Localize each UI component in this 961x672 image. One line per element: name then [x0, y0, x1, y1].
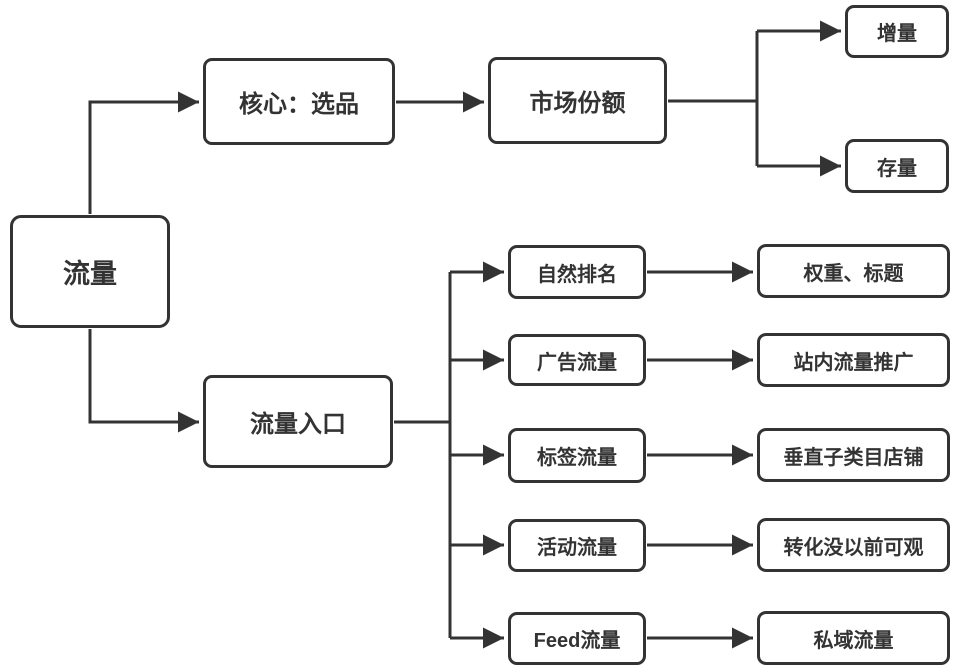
- node-onsite-promotion-label: 站内流量推广: [793, 351, 914, 374]
- node-private-domain-traffic: 私域流量: [757, 611, 950, 665]
- node-stock: 存量: [845, 139, 949, 193]
- node-activity-traffic: 活动流量: [508, 519, 646, 572]
- edge-root-to-entry: [88, 329, 199, 433]
- node-feed-traffic-label: Feed流量: [533, 630, 621, 652]
- node-stock-label: 存量: [877, 157, 917, 180]
- node-traffic: 流量: [10, 215, 170, 328]
- node-tag-traffic: 标签流量: [508, 428, 646, 483]
- node-increment: 增量: [845, 5, 949, 58]
- node-weight-title-label: 权重、标题: [803, 262, 904, 285]
- node-feed-traffic: Feed流量: [508, 612, 646, 665]
- node-traffic-entry: 流量入口: [203, 375, 393, 468]
- node-natural-ranking-label: 自然排名: [537, 263, 617, 286]
- node-vertical-subcategory-store-label: 垂直子类目店铺: [783, 446, 924, 469]
- node-market-share-label: 市场份额: [529, 90, 626, 117]
- node-conversion-remark-label: 转化没以前可观: [783, 536, 924, 559]
- node-vertical-subcategory-store: 垂直子类目店铺: [757, 428, 950, 482]
- node-tag-traffic-label: 标签流量: [537, 447, 617, 469]
- node-core-selection-label: 核心：选品: [239, 91, 359, 118]
- node-ad-traffic: 广告流量: [508, 334, 646, 386]
- node-market-share: 市场份额: [488, 57, 667, 144]
- node-private-domain-traffic-label: 私域流量: [813, 629, 894, 652]
- edge-root-to-core: [88, 91, 199, 214]
- node-conversion-remark: 转化没以前可观: [757, 518, 950, 572]
- node-activity-traffic-label: 活动流量: [537, 537, 617, 559]
- node-weight-title: 权重、标题: [757, 244, 950, 298]
- node-traffic-label: 流量: [63, 259, 117, 289]
- node-ad-traffic-label: 广告流量: [537, 351, 617, 374]
- node-core-selection: 核心：选品: [203, 58, 395, 145]
- node-traffic-entry-label: 流量入口: [250, 411, 346, 438]
- node-increment-label: 增量: [877, 23, 917, 45]
- node-onsite-promotion: 站内流量推广: [757, 333, 950, 387]
- node-natural-ranking: 自然排名: [508, 245, 646, 299]
